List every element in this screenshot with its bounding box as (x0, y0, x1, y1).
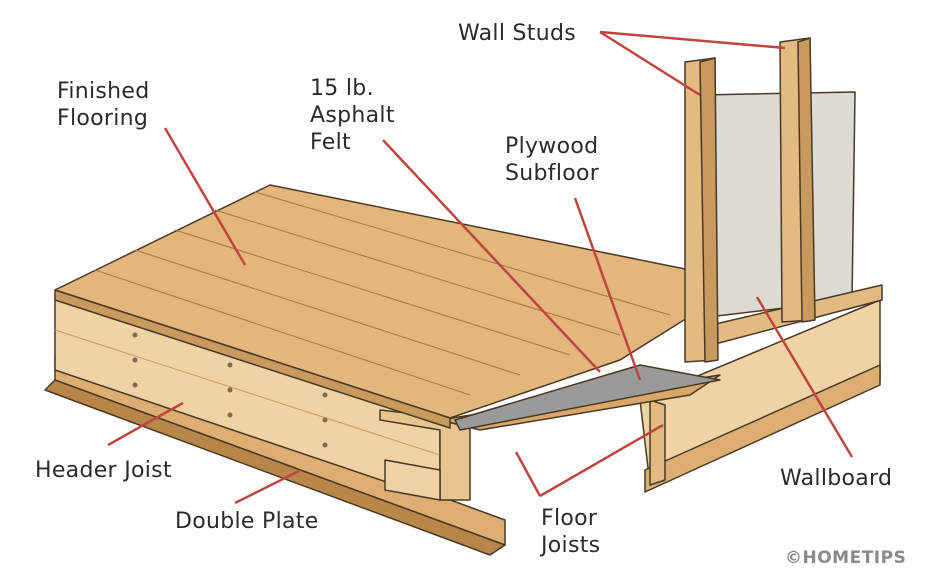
label-finished-flooring: Finished Flooring (57, 79, 150, 131)
label-double-plate: Double Plate (175, 509, 319, 534)
label-asphalt-felt: 15 lb. Asphalt Felt (310, 76, 395, 155)
label-floor-joists: Floor Joists (541, 506, 601, 558)
label-wallboard: Wallboard (780, 466, 893, 491)
label-header-joist: Header Joist (35, 458, 172, 483)
label-wall-studs: Wall Studs (458, 21, 577, 46)
copyright-watermark: ©HOMETIPS (785, 548, 907, 568)
asphalt-felt (454, 364, 721, 431)
wallboard-panel (699, 91, 856, 319)
leader-lines (107, 30, 854, 505)
label-plywood-subfloor: Plywood Subfloor (505, 134, 600, 186)
